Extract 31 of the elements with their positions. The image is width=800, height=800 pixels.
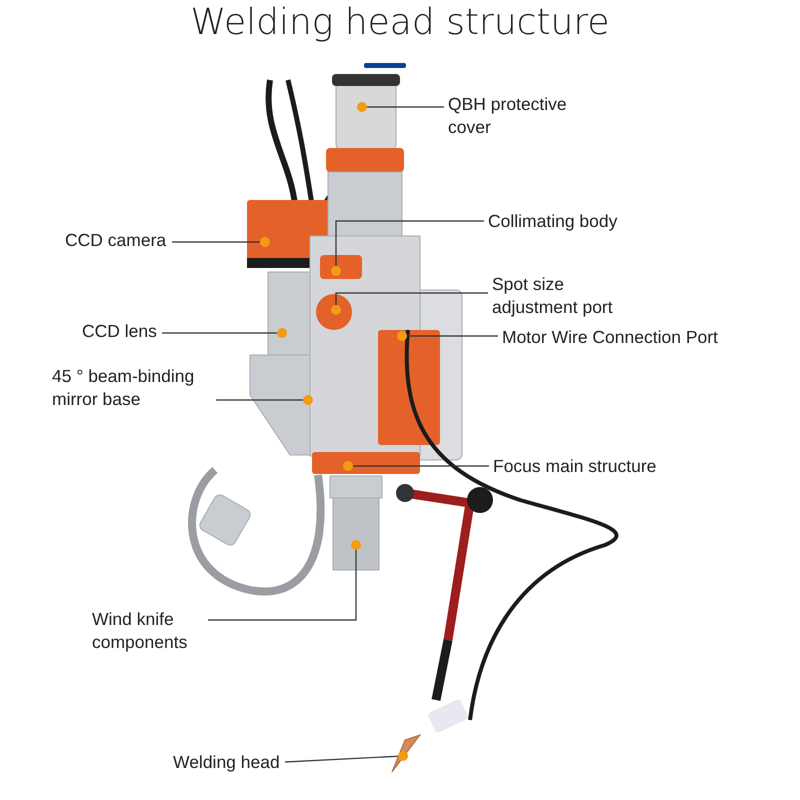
part-label: Collimating body — [488, 210, 619, 233]
part-label: CCD lens — [82, 320, 158, 343]
marker-dot — [331, 305, 341, 315]
marker-dot — [357, 102, 367, 112]
marker-dot — [397, 331, 407, 341]
leader-line — [216, 399, 303, 401]
part-label: CCD camera — [65, 229, 168, 252]
part-label: Spot size adjustment port — [492, 273, 642, 319]
marker-dot — [277, 328, 287, 338]
marker-dot — [351, 540, 361, 550]
part-label: 45 ° beam-binding mirror base — [52, 365, 212, 411]
leader-line — [284, 756, 398, 763]
part-label: Motor Wire Connection Port — [502, 326, 719, 349]
marker-dot — [343, 461, 353, 471]
part-label: QBH protective cover — [448, 93, 613, 139]
leader-line — [407, 335, 498, 337]
leader-line — [353, 465, 489, 467]
leader-line — [172, 241, 260, 243]
title: Welding head structure — [189, 2, 611, 43]
leader-line — [367, 106, 444, 108]
marker-dot — [260, 237, 270, 247]
marker-dot — [398, 751, 408, 761]
part-label: Wind knife components — [92, 608, 204, 654]
leader-line — [335, 292, 488, 305]
leader-line — [335, 220, 484, 266]
part-label: Focus main structure — [493, 455, 658, 478]
leader-line — [208, 550, 357, 621]
marker-dot — [303, 395, 313, 405]
marker-dot — [331, 266, 341, 276]
part-label: Welding head — [173, 751, 281, 774]
leader-line — [162, 332, 277, 334]
